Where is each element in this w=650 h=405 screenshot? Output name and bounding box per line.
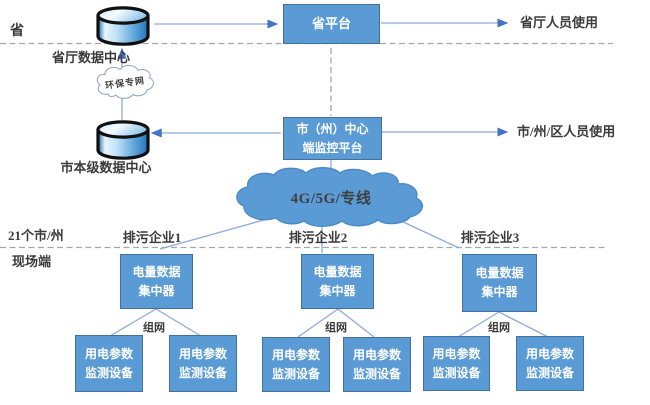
enterprise2-name: 排污企业2 bbox=[288, 230, 348, 245]
zone-label-province: 省 bbox=[10, 24, 24, 39]
concentrator2-line2: 集中器 bbox=[319, 283, 356, 298]
zone-label-field: 现场端 bbox=[12, 254, 52, 269]
device3a-line2: 监测设备 bbox=[432, 365, 481, 380]
device3b-line2: 监测设备 bbox=[525, 365, 574, 380]
enterprise1-name: 排污企业1 bbox=[122, 230, 182, 245]
device-box-3b: 用电参数 监测设备 bbox=[516, 336, 584, 391]
concentrator-box-1: 电量数据 集中器 bbox=[120, 254, 193, 309]
city-platform-label-line1: 市（州）中心 bbox=[296, 121, 369, 136]
device1a-line1: 用电参数 bbox=[84, 346, 133, 361]
line-concentrator1-device1 bbox=[109, 308, 157, 337]
database-icon-city bbox=[96, 120, 150, 160]
province-platform-box: 省平台 bbox=[283, 4, 380, 44]
network-label-2: 组网 bbox=[325, 322, 347, 334]
database-icon-province bbox=[96, 6, 150, 46]
device1a-line2: 监测设备 bbox=[84, 365, 133, 380]
zone-label-city-row: 21个市/州 bbox=[8, 228, 64, 243]
connectors bbox=[109, 18, 549, 338]
line-concentrator2-device2 bbox=[337, 308, 375, 338]
concentrator1-line1: 电量数据 bbox=[132, 264, 181, 279]
province-datacenter-label: 省厅数据中心 bbox=[51, 50, 130, 65]
device2b-line1: 用电参数 bbox=[352, 347, 401, 362]
concentrator3-line1: 电量数据 bbox=[475, 266, 524, 281]
line-concentrator1-device2 bbox=[155, 308, 202, 337]
province-platform-label: 省平台 bbox=[311, 15, 351, 31]
device1b-line2: 监测设备 bbox=[178, 365, 227, 380]
concentrator1-line2: 集中器 bbox=[138, 283, 175, 298]
device2a-line2: 监测设备 bbox=[271, 366, 320, 381]
city-platform-box: 市（州）中心 端监控平台 bbox=[283, 117, 382, 160]
network-label-3: 组网 bbox=[488, 322, 510, 334]
cloud-icon-wan bbox=[236, 167, 424, 227]
device-box-2b: 用电参数 监测设备 bbox=[343, 337, 411, 392]
wan-label: 4G/5G/专线 bbox=[290, 191, 372, 207]
device-box-3a: 用电参数 监测设备 bbox=[423, 336, 490, 391]
concentrator2-line1: 电量数据 bbox=[313, 264, 362, 279]
concentrator-box-2: 电量数据 集中器 bbox=[301, 254, 374, 309]
city-platform-label-line2: 端监控平台 bbox=[302, 140, 363, 155]
city-users-label: 市/州/区人员使用 bbox=[517, 124, 616, 139]
device-box-1a: 用电参数 监测设备 bbox=[75, 335, 143, 392]
device2a-line1: 用电参数 bbox=[271, 347, 320, 362]
line-concentrator2-device1 bbox=[297, 308, 339, 338]
device-box-1b: 用电参数 监测设备 bbox=[169, 335, 237, 392]
line-wan-to-enterprise1 bbox=[159, 215, 279, 250]
network-label-1: 组网 bbox=[143, 322, 165, 334]
cloud-icon-private-network bbox=[96, 64, 154, 99]
province-users-label: 省厅人员使用 bbox=[520, 15, 599, 30]
device3b-line1: 用电参数 bbox=[525, 346, 574, 361]
device-box-2a: 用电参数 监测设备 bbox=[262, 337, 330, 392]
line-concentrator3-device1 bbox=[457, 311, 500, 338]
device2b-line2: 监测设备 bbox=[352, 366, 401, 381]
concentrator3-line2: 集中器 bbox=[481, 285, 518, 299]
device1b-line1: 用电参数 bbox=[178, 346, 227, 361]
device3a-line1: 用电参数 bbox=[432, 346, 481, 361]
city-datacenter-label: 市本级数据中心 bbox=[60, 160, 152, 175]
line-concentrator3-device2 bbox=[498, 311, 549, 338]
enterprise3-name: 排污企业3 bbox=[460, 230, 520, 245]
concentrator-box-3: 电量数据 集中器 bbox=[462, 254, 537, 312]
